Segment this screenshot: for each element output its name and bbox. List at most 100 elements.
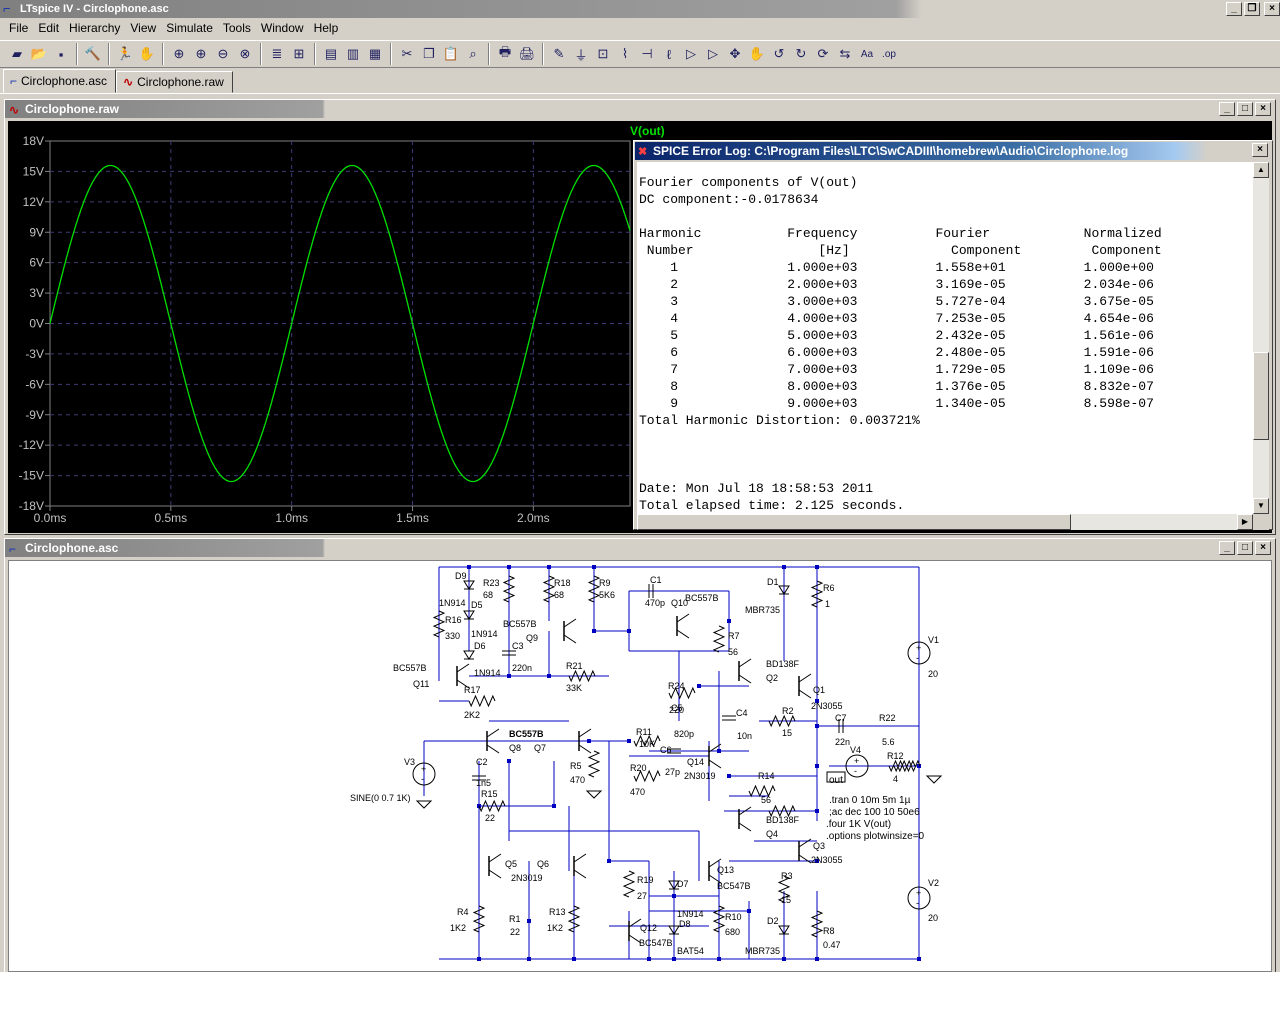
wire-junction: [727, 619, 731, 623]
y-tick-label: 0V: [29, 317, 44, 331]
error-log-title-bar[interactable]: ✖ SPICE Error Log: C:\Program Files\LTC\…: [635, 142, 1271, 160]
wire-junction: [815, 565, 819, 569]
toolbar-separator: [76, 43, 78, 65]
component-label: C2: [476, 757, 488, 767]
wire-junction: [572, 957, 576, 961]
paste-icon[interactable]: 📋: [442, 46, 460, 61]
tab-label: Circlophone.raw: [137, 75, 224, 89]
menu-edit[interactable]: Edit: [38, 21, 60, 35]
zoom-fit-icon[interactable]: ⊗: [239, 46, 251, 61]
minimize-button[interactable]: _: [1226, 2, 1242, 16]
restore-button[interactable]: ❐: [1244, 2, 1260, 16]
x-tick-label: 1.0ms: [275, 511, 308, 525]
waveform-window-title[interactable]: ∿ Circlophone.raw: [5, 100, 1275, 118]
component-icon[interactable]: ▷: [708, 46, 718, 61]
resistor-symbol: [810, 580, 824, 608]
transistor-emitter: [738, 674, 752, 684]
vertical-scrollbar[interactable]: ▲ ▼: [1253, 162, 1269, 514]
minimize-button[interactable]: _: [1219, 541, 1235, 555]
component-label: 0.47: [823, 940, 841, 950]
close-button[interactable]: ×: [1255, 102, 1271, 116]
maximize-button[interactable]: □: [1237, 102, 1253, 116]
scroll-up-arrow[interactable]: ▲: [1253, 162, 1269, 178]
component-label: R18: [554, 578, 571, 588]
menu-simulate[interactable]: Simulate: [166, 21, 213, 35]
grid-icon[interactable]: ⊞: [293, 46, 305, 61]
component-label: SINE(0 0.7 1K): [350, 793, 411, 803]
zoom-pan-icon[interactable]: ⊕: [195, 46, 207, 61]
spice-directive-icon[interactable]: .op: [882, 48, 896, 60]
minimize-button[interactable]: _: [1219, 102, 1235, 116]
label-icon[interactable]: ⊡: [597, 46, 609, 61]
find-icon[interactable]: ⌕: [469, 46, 477, 61]
zoom-out-icon[interactable]: ⊖: [217, 46, 229, 61]
undo-icon[interactable]: ↺: [773, 46, 785, 61]
cascade-icon[interactable]: ▥: [346, 46, 360, 61]
menu-window[interactable]: Window: [260, 21, 304, 35]
tab-circlophone-raw[interactable]: ∿ Circlophone.raw: [116, 71, 233, 93]
mirror-icon[interactable]: ⇆: [839, 46, 851, 61]
run-icon[interactable]: 🏃: [116, 46, 134, 61]
copy-icon[interactable]: ❐: [423, 46, 435, 61]
menu-help[interactable]: Help: [313, 21, 339, 35]
new-schematic-icon[interactable]: ▰: [12, 46, 22, 61]
menu-tools[interactable]: Tools: [222, 21, 251, 35]
menu-hierarchy[interactable]: Hierarchy: [69, 21, 121, 35]
resistor-symbol: [622, 870, 636, 898]
cut-icon[interactable]: ✂: [401, 46, 413, 61]
component-label: R24: [668, 681, 685, 691]
schematic-window-title-text: Circlophone.asc: [25, 541, 119, 555]
text-icon[interactable]: Aa: [860, 48, 874, 60]
wire-icon[interactable]: ✎: [553, 46, 565, 61]
menu-file[interactable]: File: [9, 21, 29, 35]
wire-junction: [507, 565, 511, 569]
diode-icon[interactable]: ▷: [686, 46, 696, 61]
redo-icon[interactable]: ↻: [795, 46, 807, 61]
harmonic-row: 8 8.000e+03 1.376e-05 8.832e-07: [639, 379, 1154, 394]
source-minus: -: [421, 774, 424, 784]
component-label: D8: [679, 919, 691, 929]
horizontal-scrollbar[interactable]: ▶: [637, 514, 1253, 530]
component-label: R3: [781, 871, 793, 881]
print-icon[interactable]: 🖨: [518, 46, 536, 61]
resistor-symbol: [748, 784, 776, 798]
error-log-text[interactable]: Fourier components of V(out)DC component…: [637, 162, 1253, 514]
close-button[interactable]: ×: [1264, 2, 1280, 16]
source-plus: +: [421, 764, 426, 774]
component-label: R21: [566, 661, 583, 671]
schematic-window-title[interactable]: ⌐ Circlophone.asc: [5, 539, 1275, 557]
drag-icon[interactable]: ✋: [748, 46, 766, 61]
print-setup-icon[interactable]: 🖶: [498, 44, 512, 59]
autorange-icon[interactable]: ≣: [271, 46, 283, 61]
vertical-scroll-thumb[interactable]: [1253, 352, 1269, 440]
tab-circlophone-asc[interactable]: ⌐ Circlophone.asc: [3, 69, 117, 93]
scroll-right-arrow[interactable]: ▶: [1237, 514, 1253, 530]
scroll-down-arrow[interactable]: ▼: [1253, 498, 1269, 514]
save-icon[interactable]: ▪: [58, 46, 64, 62]
menu-view[interactable]: View: [130, 21, 157, 35]
ground-icon[interactable]: ⏚: [574, 47, 588, 63]
resistor-icon[interactable]: ⌇: [621, 46, 629, 61]
open-icon[interactable]: 📂: [30, 46, 48, 61]
wire-junction: [672, 894, 676, 898]
close-button[interactable]: ×: [1255, 541, 1271, 555]
halt-icon[interactable]: ✋: [138, 46, 156, 61]
component-label: 820p: [674, 729, 694, 739]
rotate-icon[interactable]: ⟳: [817, 46, 829, 61]
error-log-close-button[interactable]: ×: [1252, 143, 1268, 157]
capacitor-icon[interactable]: ⊣: [641, 46, 653, 61]
zoom-in-icon[interactable]: ⊕: [173, 46, 185, 61]
horizontal-scroll-thumb[interactable]: [637, 514, 1071, 530]
tile-vertical-icon[interactable]: ▦: [368, 46, 382, 61]
inductor-icon[interactable]: ℓ: [666, 46, 672, 62]
control-panel-icon[interactable]: 🔨: [84, 46, 102, 61]
tile-horizontal-icon[interactable]: ▤: [324, 46, 338, 61]
maximize-button[interactable]: □: [1237, 541, 1253, 555]
component-label: 4: [893, 774, 898, 784]
move-icon[interactable]: ✥: [729, 46, 741, 61]
component-label: 470: [630, 787, 645, 797]
diode-symbol: [668, 925, 680, 935]
x-tick-label: 1.5ms: [396, 511, 429, 525]
